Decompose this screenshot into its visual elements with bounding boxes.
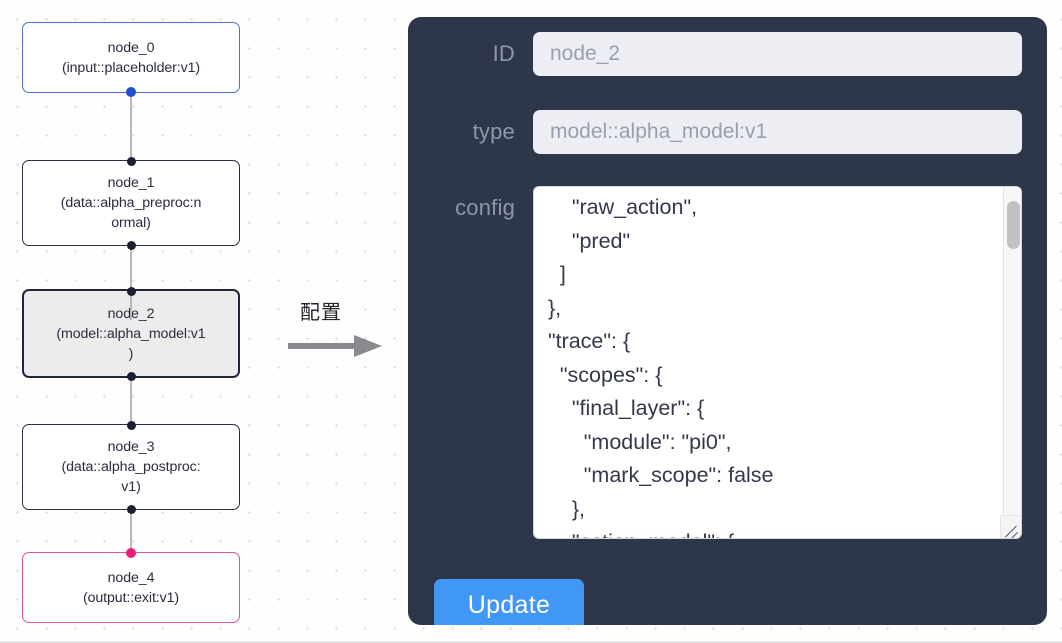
node-handle-target[interactable] (126, 420, 136, 430)
node-handle-target[interactable] (126, 548, 136, 558)
edge-node0-node1 (130, 88, 132, 162)
graph-node-node_3[interactable]: node_3 (data::alpha_postproc: v1) (22, 420, 240, 514)
resize-grip-icon[interactable] (1000, 515, 1021, 538)
node-title: node_1 (107, 175, 155, 191)
graph-node-node_2[interactable]: node_2 (model::alpha_model:v1 ) (22, 286, 240, 381)
config-textarea[interactable]: "raw_action", "pred" ] }, "trace": { "sc… (547, 195, 774, 538)
graph-node-node_0[interactable]: node_0 (input::placeholder:v1) (22, 22, 240, 97)
edge-node2-node3 (130, 374, 132, 426)
right-arrow-icon (286, 332, 386, 365)
node-handle-source[interactable] (126, 87, 136, 97)
graph-node-node_4[interactable]: node_4 (output::exit:v1) (22, 548, 240, 623)
type-input[interactable] (533, 110, 1022, 154)
update-button[interactable]: Update (434, 579, 584, 625)
transition-annotation: 配置 (286, 296, 396, 366)
node-handle-source[interactable] (126, 504, 136, 514)
node-handle-target[interactable] (126, 156, 136, 166)
node-handle-target[interactable] (126, 286, 136, 296)
node-title: node_3 (107, 439, 155, 455)
field-row-config: config "raw_action", "pred" ] }, "trace"… (408, 186, 1047, 539)
id-input[interactable] (533, 32, 1022, 76)
graph-node-node_1[interactable]: node_1 (data::alpha_preproc:n ormal) (22, 156, 240, 250)
node-title: node_0 (107, 39, 155, 56)
edge-node3-node4 (130, 509, 132, 550)
config-scrollbar[interactable] (1003, 187, 1021, 516)
type-field-label: type (472, 119, 515, 144)
node-config-panel: ID type config "raw_action", "pred" ] },… (408, 17, 1047, 625)
node-subtitle: (data::alpha_postproc: v1) (61, 459, 201, 495)
id-field-label: ID (492, 41, 515, 66)
transition-label: 配置 (300, 300, 342, 324)
config-field-label: config (455, 195, 515, 220)
node-handle-source[interactable] (126, 371, 136, 381)
node-subtitle: (model::alpha_model:v1 ) (56, 325, 206, 362)
node-title: node_4 (107, 569, 155, 586)
edge-node1-node2 (130, 243, 132, 320)
canvas-bottom-divider (0, 641, 1062, 643)
config-editor[interactable]: "raw_action", "pred" ] }, "trace": { "sc… (533, 186, 1022, 539)
node-subtitle: (output::exit:v1) (82, 589, 180, 606)
field-row-id: ID (408, 32, 1047, 76)
config-scrollbar-thumb[interactable] (1007, 201, 1020, 249)
field-row-type: type (408, 110, 1047, 154)
node-handle-source[interactable] (126, 240, 136, 250)
node-subtitle: (input::placeholder:v1) (61, 59, 201, 76)
node-subtitle: (data::alpha_preproc:n ormal) (60, 195, 202, 231)
